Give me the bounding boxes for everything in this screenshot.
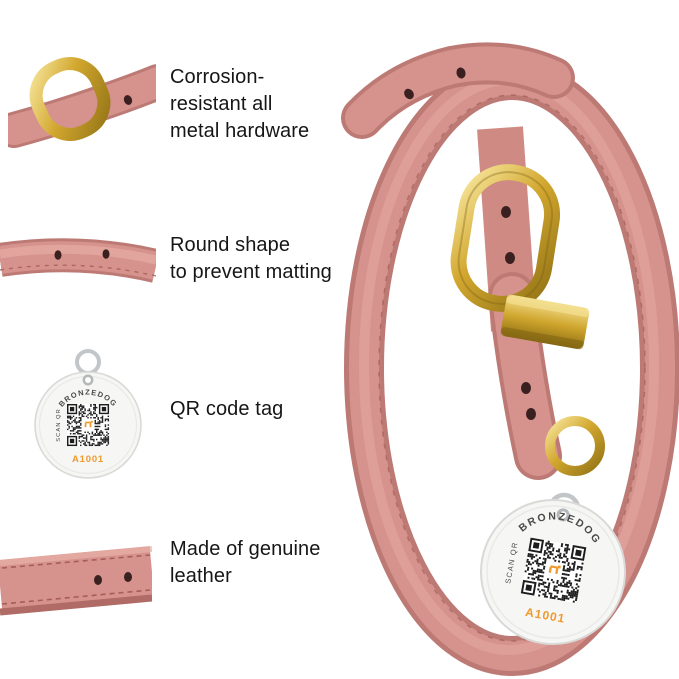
round-collar-thumbnail [0,238,156,283]
strap-hole [94,575,102,585]
tag-hole [82,374,94,386]
qr-tag-graphic: BRONZEDOG SCAN QR A1001 [480,492,626,645]
qr-code [520,537,587,604]
strap-tail [341,42,575,139]
strap-hole [404,88,414,100]
tag-split-ring [75,349,101,375]
qr-tag-thumbnail: BRONZEDOG SCAN QR A1001 [33,348,143,480]
buckle-prong [490,175,520,303]
strap-hole [124,572,132,582]
strap-hole [123,95,133,105]
qr-tag-graphic: BRONZEDOG SCAN QR A1001 [34,349,142,479]
feature-label-leather: Made of genuine leather [170,538,321,587]
qr-tag-main: BRONZEDOG SCAN QR A1001 [467,457,644,658]
strap-hole [526,408,536,420]
tag-hole [556,508,570,522]
strap-hole [54,250,62,260]
keeper [500,294,590,350]
scan-qr-text: SCAN QR [56,408,62,441]
strap-hole [456,67,466,79]
strap-hole [102,249,110,259]
tag-id-text: A1001 [524,605,566,626]
tag-id-text: A1001 [72,454,104,465]
qr-code [67,404,110,447]
buckle [450,164,561,312]
strap-hole [521,382,531,394]
d-ring [545,416,605,476]
leather-thumbnail [0,546,152,616]
feature-label-round-shape: Round shape to prevent matting [170,234,332,283]
feature-label-hardware: Corrosion- resistant all metal hardware [170,66,310,142]
feature-label-qr-tag: QR code tag [170,398,284,420]
hardware-thumbnail [8,57,156,148]
buckle-prong [54,69,86,129]
buckle [29,57,111,141]
tongue-holes [521,382,536,420]
